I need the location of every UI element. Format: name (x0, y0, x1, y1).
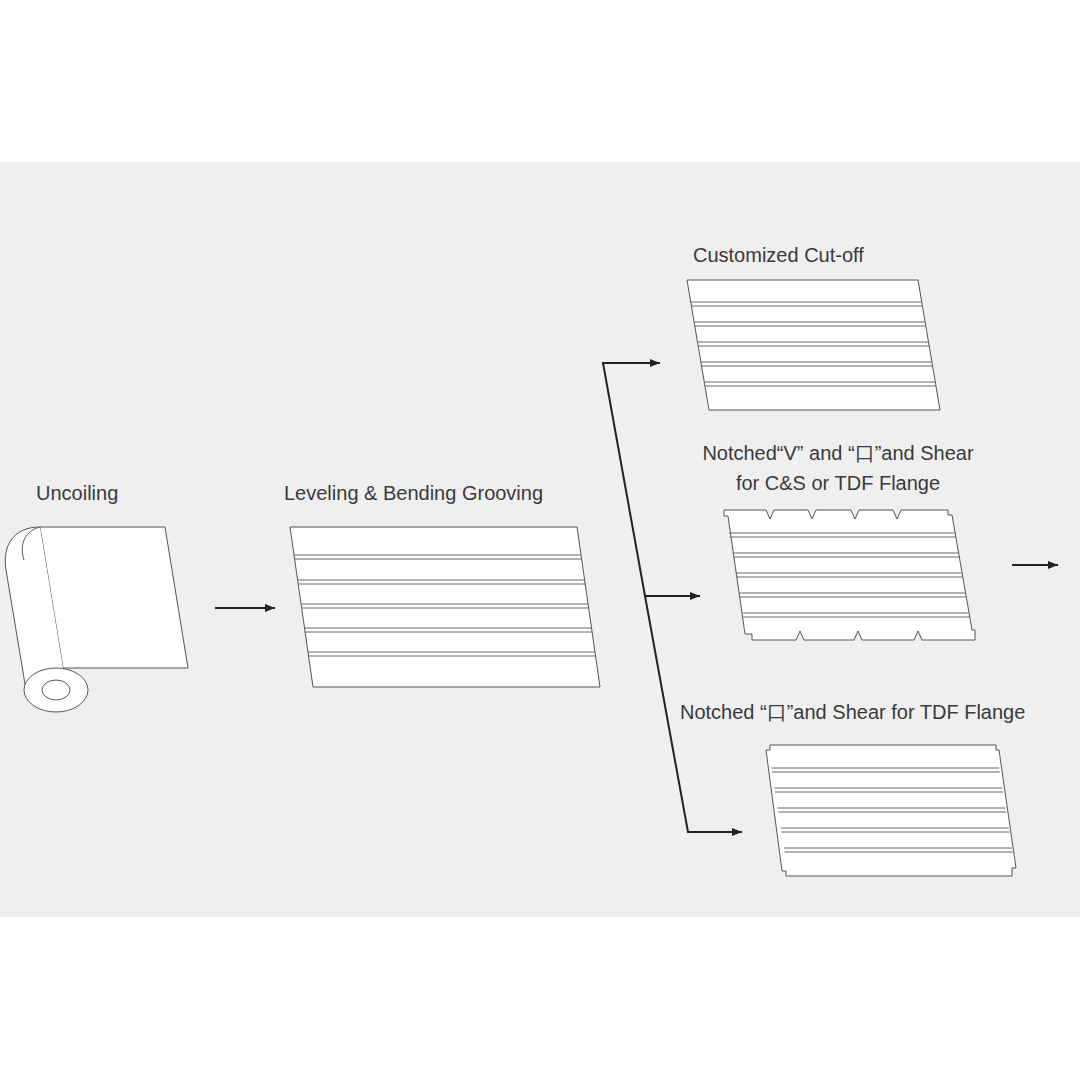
groove-line (694, 322, 925, 323)
groove-line (305, 632, 592, 633)
groove-line (743, 617, 969, 618)
sheet-outline (724, 510, 975, 640)
groove-line (702, 366, 933, 367)
groove-line (298, 580, 585, 581)
stage-label: Uncoiling (36, 478, 215, 508)
groove-line (778, 808, 1006, 809)
groove-line (775, 792, 1003, 793)
flow-arrow (215, 607, 275, 609)
sheet (766, 745, 1016, 876)
groove-line (704, 382, 935, 383)
groove-line (729, 533, 955, 534)
groove-line (781, 832, 1009, 833)
groove-line (732, 553, 958, 554)
groove-line (695, 326, 926, 327)
groove-line (739, 593, 965, 594)
groove-line (781, 828, 1009, 829)
groove-line (772, 772, 1000, 773)
groove-line (771, 768, 999, 769)
groove-line (705, 386, 936, 387)
sheet (290, 527, 600, 687)
stage-label: Notched“V” and “口”and Shear for C&S or T… (688, 438, 988, 498)
flow-arrow (603, 363, 660, 596)
groove-line (730, 537, 956, 538)
groove-line (778, 812, 1006, 813)
stage-label: Customized Cut-off (693, 240, 950, 270)
groove-line (295, 559, 582, 560)
groove-line (736, 573, 962, 574)
groove-line (785, 852, 1013, 853)
sheet (724, 510, 975, 640)
groove-line (302, 608, 589, 609)
groove-line (301, 604, 588, 605)
process-stage: Notched “口”and Shear for TDF Flange (742, 697, 1027, 879)
process-stage: Notched“V” and “口”and Shear for C&S or T… (700, 438, 990, 643)
groove-line (294, 555, 581, 556)
sheet-outline (687, 280, 940, 410)
groove-line (691, 302, 922, 303)
process-stage: Uncoiling (30, 478, 215, 718)
process-stage: Leveling & Bending Grooving (275, 478, 645, 698)
groove-line (743, 613, 969, 614)
sheet-outline (766, 745, 1016, 876)
groove-line (298, 584, 585, 585)
groove-line (701, 362, 932, 363)
output-arrow (1012, 564, 1058, 566)
sheet-illustrations (290, 280, 1016, 876)
stage-label: Notched “口”and Shear for TDF Flange (680, 697, 1027, 727)
groove-line (698, 346, 929, 347)
groove-line (774, 788, 1002, 789)
groove-line (784, 848, 1012, 849)
groove-line (733, 557, 959, 558)
groove-line (697, 342, 928, 343)
flow-arrow (645, 595, 700, 597)
sheet-outline (290, 527, 600, 687)
groove-line (308, 652, 595, 653)
sheet (687, 280, 940, 410)
groove-line (740, 597, 966, 598)
stage-label: Leveling & Bending Grooving (284, 478, 645, 508)
groove-line (309, 656, 596, 657)
groove-line (737, 577, 963, 578)
groove-line (691, 306, 922, 307)
groove-line (305, 628, 592, 629)
process-stage: Customized Cut-off (660, 240, 950, 415)
coil-illustration (5, 527, 188, 712)
